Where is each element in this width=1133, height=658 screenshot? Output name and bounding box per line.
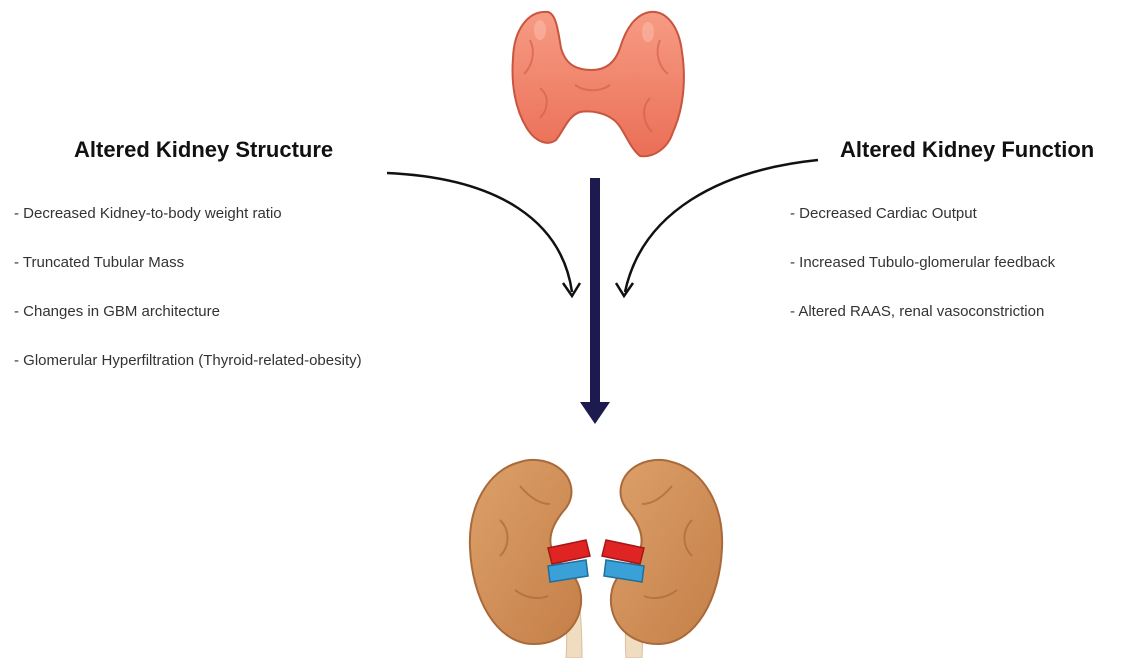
list-item: - Altered RAAS, renal vasoconstriction	[790, 303, 1055, 352]
right-panel-heading: Altered Kidney Function	[840, 137, 1094, 163]
list-item: - Glomerular Hyperfiltration (Thyroid-re…	[14, 352, 362, 401]
right-curved-arrow	[616, 160, 818, 296]
list-item: - Decreased Cardiac Output	[790, 205, 1055, 254]
list-item: - Changes in GBM architecture	[14, 303, 362, 352]
list-item: - Increased Tubulo-glomerular feedback	[790, 254, 1055, 303]
left-curved-arrow	[387, 173, 580, 296]
list-item: - Decreased Kidney-to-body weight ratio	[14, 205, 362, 254]
main-down-arrow	[580, 178, 610, 424]
left-panel-heading: Altered Kidney Structure	[74, 137, 333, 163]
list-item: - Truncated Tubular Mass	[14, 254, 362, 303]
kidneys-icon	[470, 460, 722, 658]
thyroid-icon	[513, 12, 684, 156]
left-effects-list: - Decreased Kidney-to-body weight ratio …	[14, 205, 362, 401]
right-effects-list: - Decreased Cardiac Output - Increased T…	[790, 205, 1055, 352]
